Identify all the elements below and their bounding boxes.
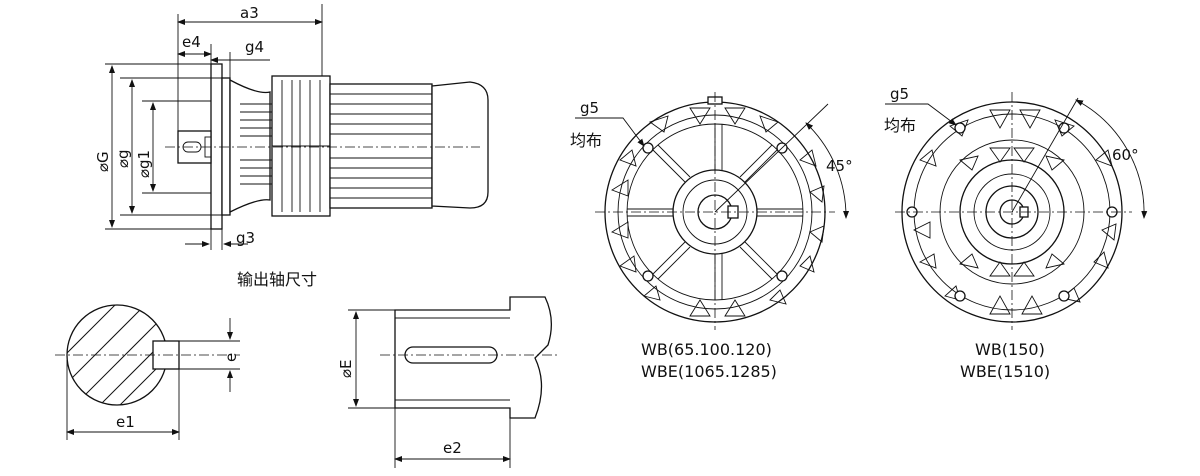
flange-plate bbox=[210, 63, 223, 230]
spokes bbox=[627, 124, 803, 300]
cooling-fins bbox=[240, 80, 432, 212]
label-45: 45° bbox=[826, 157, 853, 175]
caption-left-1: WB(65.100.120) bbox=[641, 340, 772, 359]
shaft-body bbox=[394, 296, 552, 419]
side-view: a3 e4 g4 ⌀G ⌀g ⌀g1 g3 bbox=[94, 4, 489, 250]
label-g4: g4 bbox=[245, 38, 264, 56]
shaft-dimensions-title: 输出轴尺寸 bbox=[237, 270, 317, 289]
angle-ray-60 bbox=[1011, 97, 1079, 213]
label-g3: g3 bbox=[236, 229, 255, 247]
label-uniform-left: 均布 bbox=[570, 131, 602, 150]
label-e: e bbox=[222, 353, 240, 362]
angle-arc-45 bbox=[805, 122, 850, 219]
label-e2: e2 bbox=[443, 439, 462, 457]
leader-g5-right bbox=[885, 103, 957, 126]
caption-right-1: WB(150) bbox=[975, 340, 1045, 359]
caption-right-2: WBE(1510) bbox=[960, 362, 1050, 381]
gearbox-hub bbox=[229, 78, 271, 214]
label-g5-right: g5 bbox=[890, 85, 909, 103]
shaft-cross-section: e e1 bbox=[55, 304, 240, 440]
front-view-wb150: 60° g5 均布 WB(150) WBE(1510) bbox=[884, 85, 1148, 381]
angle-arc-60 bbox=[1075, 99, 1148, 219]
label-uniform-right: 均布 bbox=[884, 116, 916, 135]
caption-left-2: WBE(1065.1285) bbox=[641, 362, 777, 381]
label-g5-left: g5 bbox=[580, 99, 599, 117]
bolt-hole bbox=[954, 290, 966, 302]
fan-cover bbox=[431, 81, 489, 209]
label-60: 60° bbox=[1112, 146, 1139, 164]
label-dia-g: ⌀g bbox=[114, 149, 132, 168]
label-a3: a3 bbox=[240, 4, 259, 22]
bolt-hole bbox=[642, 142, 654, 154]
flange-step bbox=[221, 77, 231, 216]
bolt-hole bbox=[776, 270, 788, 282]
bolt-hole bbox=[642, 270, 654, 282]
label-dia-g1: ⌀g1 bbox=[135, 150, 153, 178]
motor-body bbox=[329, 83, 433, 209]
label-e1: e1 bbox=[116, 413, 135, 431]
angle-ray-45 bbox=[714, 103, 829, 213]
front-view-wb65: 45° g5 均布 WB(65.100.120) WBE(1065.1285) bbox=[570, 92, 853, 381]
bolt-hole bbox=[954, 122, 966, 134]
label-dia-G: ⌀G bbox=[94, 151, 112, 172]
label-dia-E: ⌀E bbox=[337, 359, 355, 378]
leader-g5-left bbox=[575, 117, 645, 147]
bolt-hole bbox=[1058, 290, 1070, 302]
label-e4: e4 bbox=[182, 33, 201, 51]
shaft-side-view: ⌀E e2 bbox=[337, 296, 560, 468]
